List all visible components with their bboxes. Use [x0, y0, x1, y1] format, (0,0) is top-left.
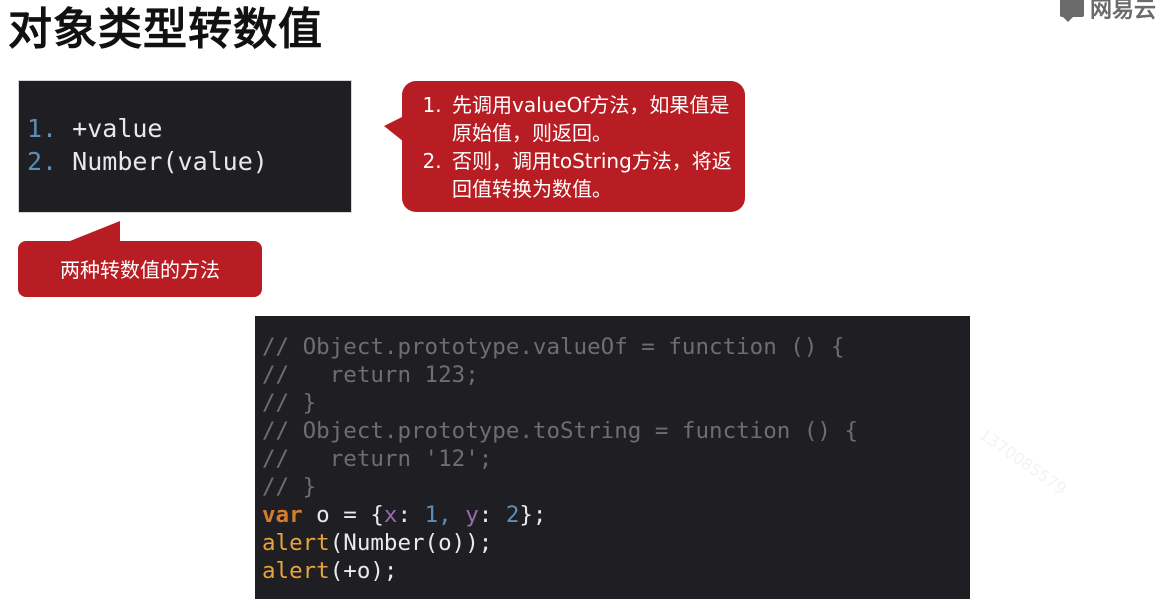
brand-name: 网易云 [1090, 0, 1157, 23]
slide-title: 对象类型转数值 [8, 4, 323, 55]
code-line-alert: alert(Number(o)); [262, 530, 493, 556]
callout-tail [384, 116, 404, 142]
watermark: 1370085579 [975, 424, 1071, 499]
code-line-comment: // return '12'; [262, 446, 493, 472]
chat-bubble-icon [1060, 0, 1084, 22]
explanation-callout: 先调用valueOf方法，如果值是原始值，则返回。 否则，调用toString方… [384, 81, 745, 212]
explanation-step: 先调用valueOf方法，如果值是原始值，则返回。 [448, 91, 733, 147]
method-line: 1. +value [27, 114, 163, 143]
code-line-comment: // Object.prototype.valueOf = function (… [262, 334, 845, 360]
code-line-comment: // } [262, 390, 317, 416]
code-line-comment: // Object.prototype.toString = function … [262, 418, 859, 444]
methods-callout: 两种转数值的方法 [18, 221, 262, 297]
method-line: 2. Number(value) [27, 147, 268, 176]
code-line-comment: // } [262, 474, 317, 500]
callout-tail [70, 221, 120, 241]
explanation-step: 否则，调用toString方法，将返回值转换为数值。 [448, 147, 733, 203]
methods-callout-label: 两种转数值的方法 [60, 258, 220, 282]
methods-code-box: 1. +value 2. Number(value) [19, 81, 351, 212]
code-line-comment: // return 123; [262, 362, 479, 388]
code-line-alert: alert(+o); [262, 558, 398, 584]
code-line-var: var o = {x: 1, y: 2}; [262, 502, 547, 528]
brand-logo: 网易云 [1060, 0, 1156, 24]
example-code-block: // Object.prototype.valueOf = function (… [255, 316, 970, 599]
